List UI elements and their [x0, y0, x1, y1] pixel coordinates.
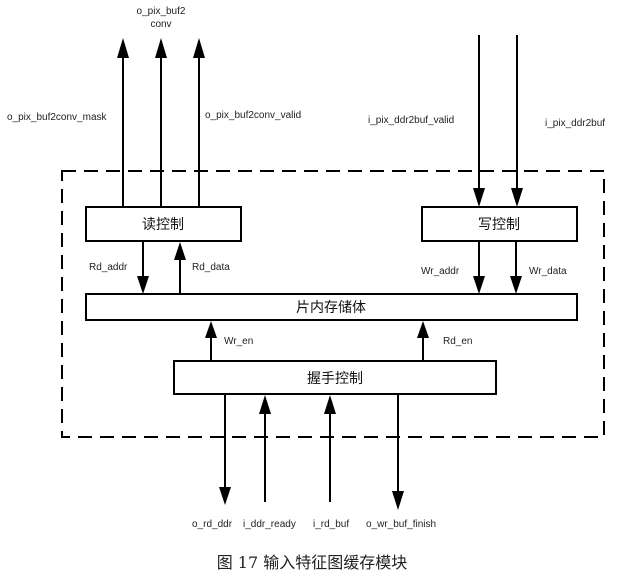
handshake-control-block — [173, 360, 497, 395]
write-control-block — [421, 206, 578, 242]
i-ddr-ready-arrow — [259, 395, 271, 502]
input-arrow-valid — [473, 35, 485, 207]
figure-caption: 图 17 输入特征图缓存模块 — [217, 553, 408, 572]
i-rd-buf-arrow — [324, 395, 336, 502]
o-wr-buf-finish-arrow — [392, 394, 404, 510]
read-control-block — [85, 206, 242, 242]
label-wr-en: Wr_en — [224, 336, 253, 347]
label-rd-en: Rd_en — [443, 336, 472, 347]
write-control-label: 写控制 — [478, 217, 520, 233]
label-i-ddr-ready: i_ddr_ready — [243, 519, 296, 530]
input-arrow-data — [511, 35, 523, 207]
rd-addr-arrow — [137, 241, 149, 294]
wr-en-arrow — [205, 321, 217, 361]
memory-block — [85, 293, 578, 321]
label-wr-data: Wr_data — [529, 266, 567, 277]
module-boundary — [61, 170, 605, 438]
rd-en-arrow — [417, 321, 429, 361]
handshake-control-label: 握手控制 — [307, 371, 363, 387]
label-o-pix-buf2conv-line1: o_pix_buf2 — [137, 6, 186, 17]
label-o-rd-ddr: o_rd_ddr — [192, 519, 233, 530]
label-i-pix-ddr2buf: i_pix_ddr2buf — [545, 118, 605, 129]
wr-data-arrow — [510, 241, 522, 294]
label-o-pix-buf2conv-valid: o_pix_buf2conv_valid — [205, 110, 301, 121]
output-arrow-valid — [193, 38, 205, 207]
label-rd-addr: Rd_addr — [89, 262, 128, 273]
label-wr-addr: Wr_addr — [421, 266, 460, 277]
memory-label: 片内存储体 — [296, 300, 366, 316]
label-rd-data: Rd_data — [192, 262, 230, 273]
label-i-pix-ddr2buf-valid: i_pix_ddr2buf_valid — [368, 115, 454, 126]
label-i-rd-buf: i_rd_buf — [313, 519, 349, 530]
wr-addr-arrow — [473, 241, 485, 294]
rd-data-arrow — [174, 242, 186, 294]
o-rd-ddr-arrow — [219, 394, 231, 505]
label-o-wr-buf-finish: o_wr_buf_finish — [366, 519, 436, 530]
output-arrow-data — [155, 38, 167, 207]
label-o-pix-buf2conv-mask: o_pix_buf2conv_mask — [7, 112, 108, 123]
read-control-label: 读控制 — [142, 216, 184, 233]
label-o-pix-buf2conv-line2: conv — [150, 19, 171, 30]
output-arrow-mask — [117, 38, 129, 207]
